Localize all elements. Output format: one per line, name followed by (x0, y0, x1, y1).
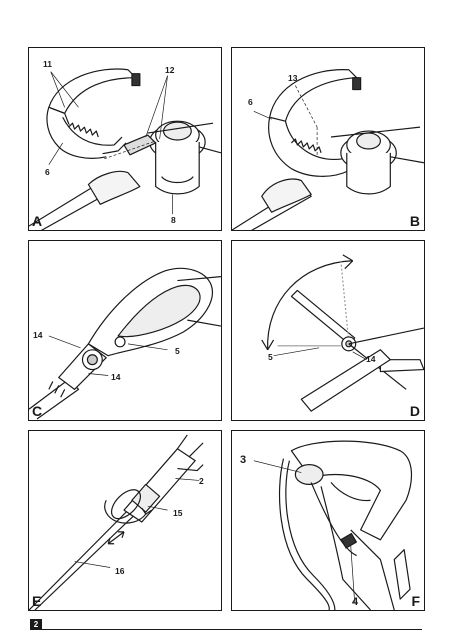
callout-4: 4 (352, 596, 359, 608)
panel-letter-e: E (32, 593, 42, 609)
callout-6: 6 (45, 167, 50, 177)
callout-5: 5 (175, 346, 180, 356)
callout-8: 8 (171, 215, 176, 225)
callout-13: 13 (288, 73, 298, 83)
panel-letter-d: D (409, 403, 420, 419)
callout-14: 14 (366, 354, 376, 364)
panel-letter-f: F (411, 593, 420, 609)
footer-rule (42, 629, 422, 630)
callout-5: 5 (268, 352, 273, 362)
panel-letter-a: A (32, 213, 43, 229)
callout-14-lower: 14 (111, 372, 121, 382)
callout-11: 11 (43, 59, 52, 69)
callout-12: 12 (165, 65, 175, 75)
figure-panel-f: 3 4 F (231, 430, 425, 611)
handle-rotation-illustration (261, 254, 424, 412)
trimmer-guard-illustration (29, 68, 221, 230)
shaft-length-illustration (29, 434, 204, 610)
figure-panel-d: 5 14 D (231, 240, 425, 421)
callout-14-upper: 14 (33, 330, 43, 340)
figure-panel-a: 11 12 6 8 A (28, 47, 222, 231)
callout-2: 2 (199, 476, 204, 486)
callout-6: 6 (248, 97, 253, 107)
callout-16: 16 (115, 566, 125, 576)
panel-letter-c: C (32, 403, 43, 419)
handle-adjustment-illustration (29, 267, 221, 420)
callout-3: 3 (240, 454, 247, 466)
cable-retainer-illustration (253, 440, 412, 610)
figure-panel-c: 14 5 14 C (28, 240, 222, 421)
panel-letter-b: B (409, 213, 420, 229)
callout-15: 15 (173, 508, 183, 518)
figure-panel-b: 13 6 B (231, 47, 425, 231)
trimmer-guard-detail-illustration (232, 69, 424, 230)
page-number: 2 (30, 619, 42, 630)
figure-panel-e: 2 15 16 E (28, 430, 222, 611)
